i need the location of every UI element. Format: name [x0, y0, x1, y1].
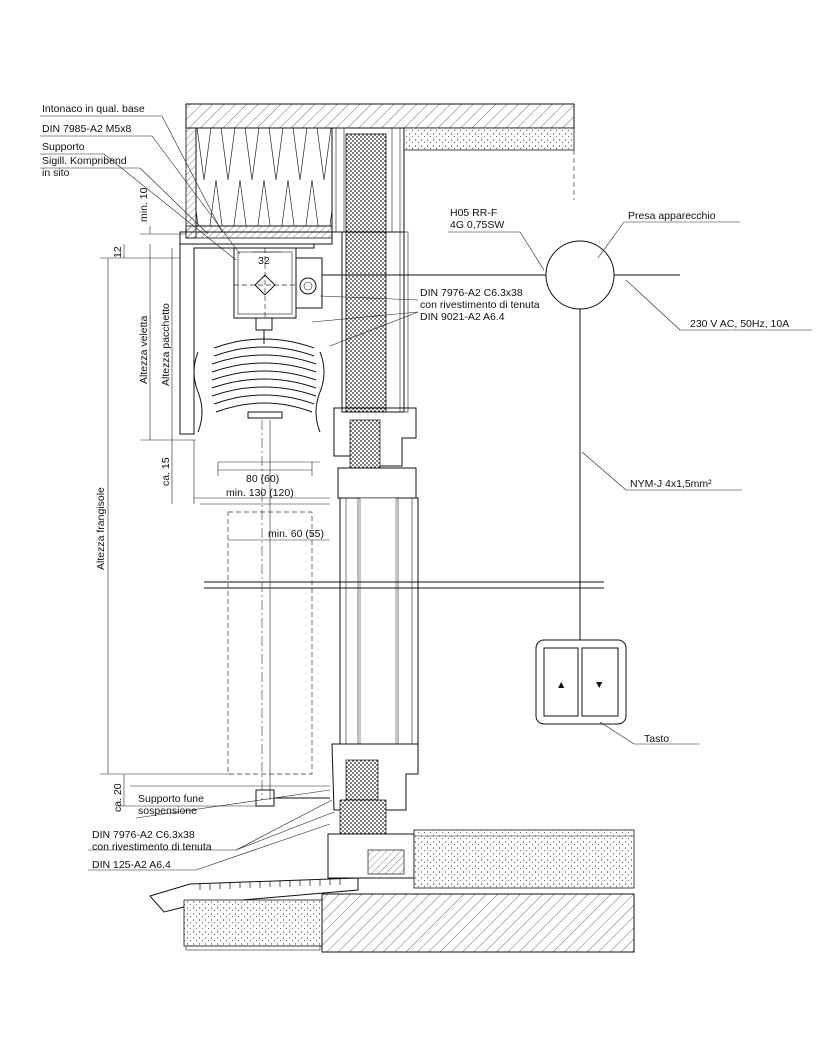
label-socket: Presa apparecchio: [628, 210, 716, 222]
label-supporto: Supporto: [42, 141, 85, 153]
electrical-socket: [545, 240, 615, 310]
dim-min60: min. 60 (55): [268, 528, 324, 540]
dim-12: 12: [112, 246, 124, 258]
label-din9021: DIN 9021-A2 A6.4: [420, 311, 505, 323]
label-main-cable: NYM-J 4x1,5mm²: [630, 478, 712, 490]
label-supporto-fune-line2: sospensione: [138, 805, 197, 817]
dim-80: 80 (60): [246, 473, 279, 485]
label-din7976-bottom-line2: con rivestimento di tenuta: [92, 841, 212, 853]
lamella-packet: [193, 338, 325, 433]
label-din7976-top-line1: DIN 7976-A2 C6.3x38: [420, 287, 523, 299]
blind-head-box: [179, 231, 333, 435]
label-intonaco: Intonaco in qual. base: [42, 103, 145, 115]
dim-32: 32: [258, 255, 270, 267]
dim-altezza-veletta: Altezza veletta: [138, 316, 150, 384]
label-din125: DIN 125-A2 A6.4: [92, 859, 171, 871]
label-sigill-line2: in sito: [42, 167, 70, 179]
leader-lines: [40, 115, 419, 871]
dim-altezza-frangisole: Altezza frangisole: [95, 487, 107, 570]
label-power-supply: 230 V AC, 50Hz, 10A: [690, 318, 789, 330]
dim-min10: min. 10: [138, 187, 150, 222]
guide-rail: [200, 420, 330, 800]
dim-ca15: ca. 15: [160, 457, 172, 486]
label-cable-top-line2: 4G 0,75SW: [450, 219, 504, 231]
electrical-lines: [322, 221, 812, 640]
label-din7985: DIN 7985-A2 M5x8: [42, 123, 131, 135]
wall-switch: [535, 639, 700, 745]
dim-altezza-pacchetto: Altezza pacchetto: [160, 303, 172, 386]
label-cable-top-line1: H05 RR-F: [450, 207, 497, 219]
dim-ca20: ca. 20: [112, 783, 124, 812]
dimension-lines: [100, 226, 330, 807]
label-din7976-bottom-line1: DIN 7976-A2 C6.3x38: [92, 829, 195, 841]
label-supporto-fune-line1: Supporto fune: [138, 793, 204, 805]
bottom-sill: [130, 785, 635, 953]
switch-down-icon: ▼: [594, 679, 604, 691]
label-sigill-line1: Sigill. Kompribend: [42, 155, 127, 167]
label-din7976-top-line2: con rivestimento di tenuta: [420, 299, 540, 311]
window-frame: [327, 127, 419, 879]
dim-min130: min. 130 (120): [226, 487, 294, 499]
switch-up-icon: ▲: [556, 679, 566, 691]
break-line: [204, 581, 604, 589]
label-switch: Tasto: [644, 733, 669, 745]
